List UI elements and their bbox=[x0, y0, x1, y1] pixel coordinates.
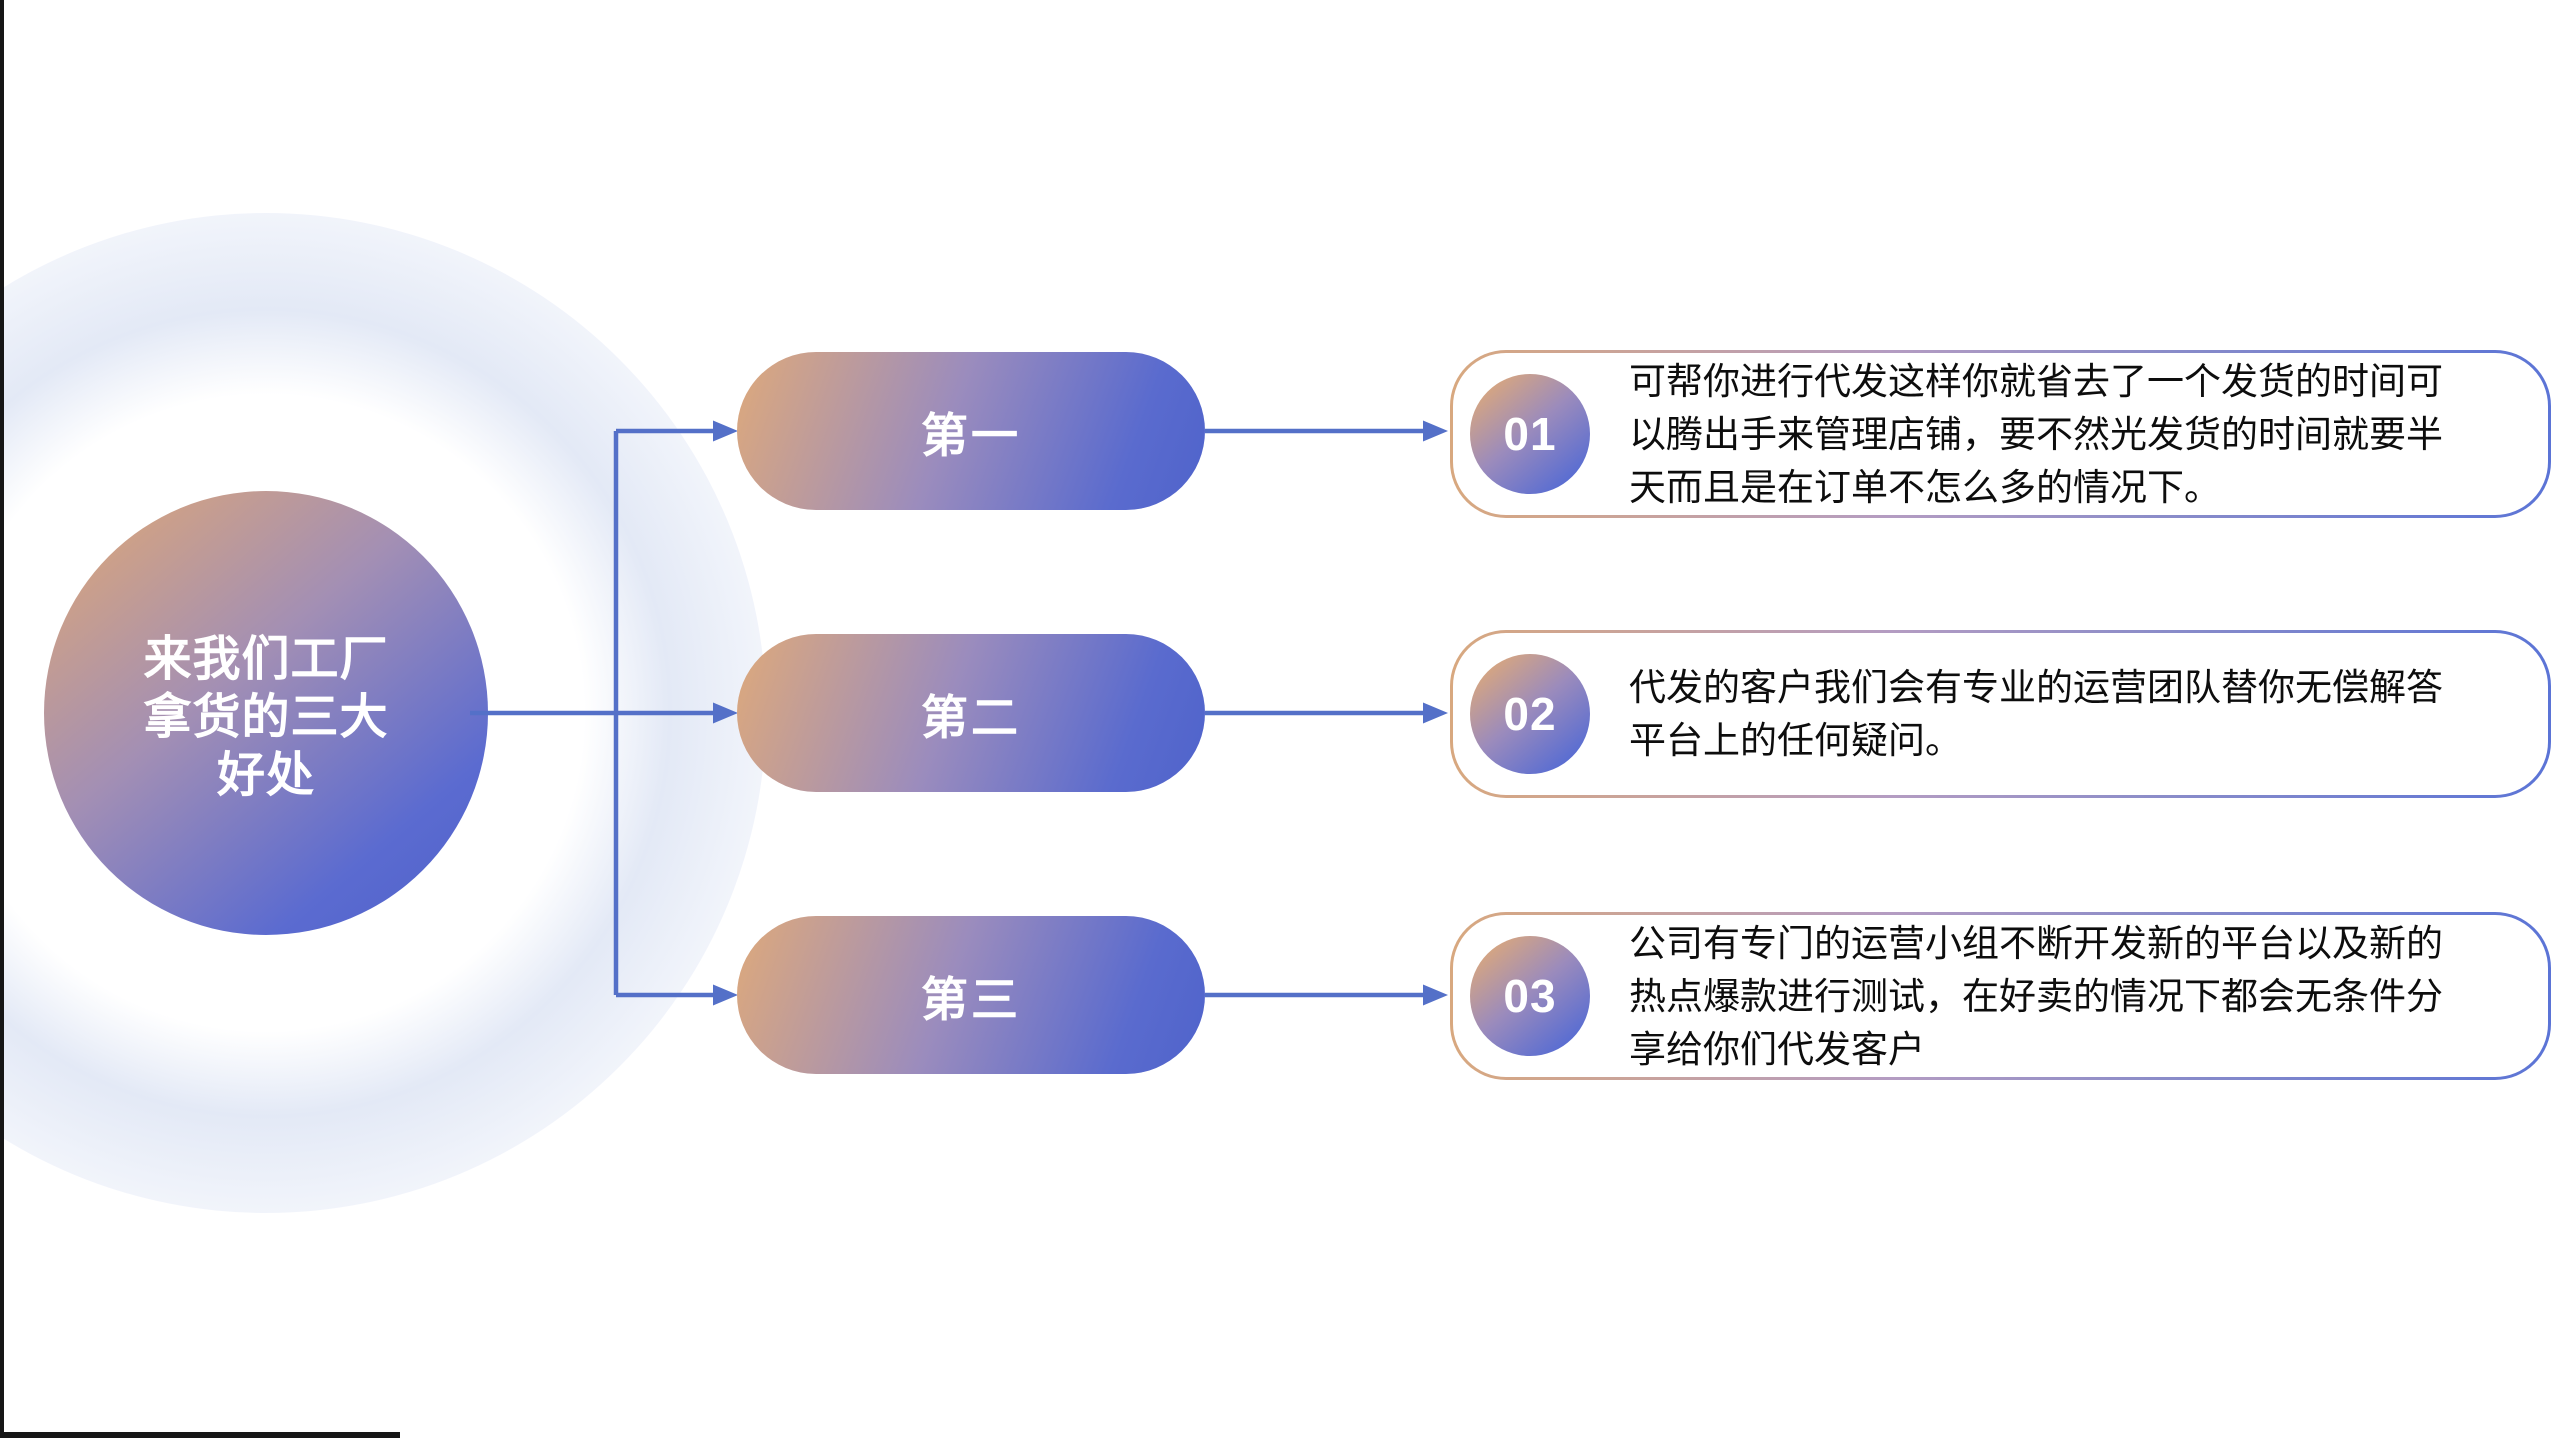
benefit-card-3: 03 公司有专门的运营小组不断开发新的平台以及新的热点爆款进行测试，在好卖的情况… bbox=[1450, 912, 2551, 1080]
arrowhead-icon bbox=[1423, 420, 1448, 442]
connector-stems bbox=[470, 428, 1424, 998]
benefit-description: 公司有专门的运营小组不断开发新的平台以及新的热点爆款进行测试，在好卖的情况下都会… bbox=[1629, 922, 2443, 1070]
stage-pill-label: 第二 bbox=[921, 690, 1021, 744]
benefit-number: 03 bbox=[1503, 970, 1557, 1022]
benefit-number: 01 bbox=[1503, 408, 1557, 460]
bottom-edge-line bbox=[0, 1432, 400, 1438]
benefit-number: 02 bbox=[1503, 688, 1557, 740]
benefit-number-badge: 03 bbox=[1470, 936, 1590, 1056]
benefit-card-1: 01 可帮你进行代发这样你就省去了一个发货的时间可以腾出手来管理店铺，要不然光发… bbox=[1450, 350, 2551, 518]
arrowhead-icon bbox=[1423, 702, 1448, 724]
benefit-card-2: 02 代发的客户我们会有专业的运营团队替你无偿解答平台上的任何疑问。 bbox=[1450, 630, 2551, 798]
benefit-number-badge: 02 bbox=[1470, 654, 1590, 774]
stage-pill-second: 第二 bbox=[737, 634, 1205, 792]
stage-pill-label: 第三 bbox=[921, 972, 1021, 1026]
arrowhead-icon bbox=[713, 420, 738, 442]
topic-circle: 来我们工厂 拿货的三大 好处 bbox=[44, 491, 488, 935]
benefit-number-badge: 01 bbox=[1470, 374, 1590, 494]
arrowhead-icon bbox=[1423, 984, 1448, 1006]
benefit-description: 代发的客户我们会有专业的运营团队替你无偿解答平台上的任何疑问。 bbox=[1629, 667, 2443, 761]
arrowheads bbox=[713, 420, 1448, 1006]
stage-pill-first: 第一 bbox=[737, 352, 1205, 510]
left-edge-line bbox=[0, 0, 4, 1438]
topic-title: 来我们工厂 拿货的三大 好处 bbox=[143, 633, 389, 802]
arrowhead-icon bbox=[713, 702, 738, 724]
stage-pill-label: 第一 bbox=[921, 408, 1021, 462]
benefit-description: 可帮你进行代发这样你就省去了一个发货的时间可以腾出手来管理店铺，要不然光发货的时… bbox=[1629, 360, 2443, 508]
arrowhead-icon bbox=[713, 984, 738, 1006]
stage-pill-third: 第三 bbox=[737, 916, 1205, 1074]
